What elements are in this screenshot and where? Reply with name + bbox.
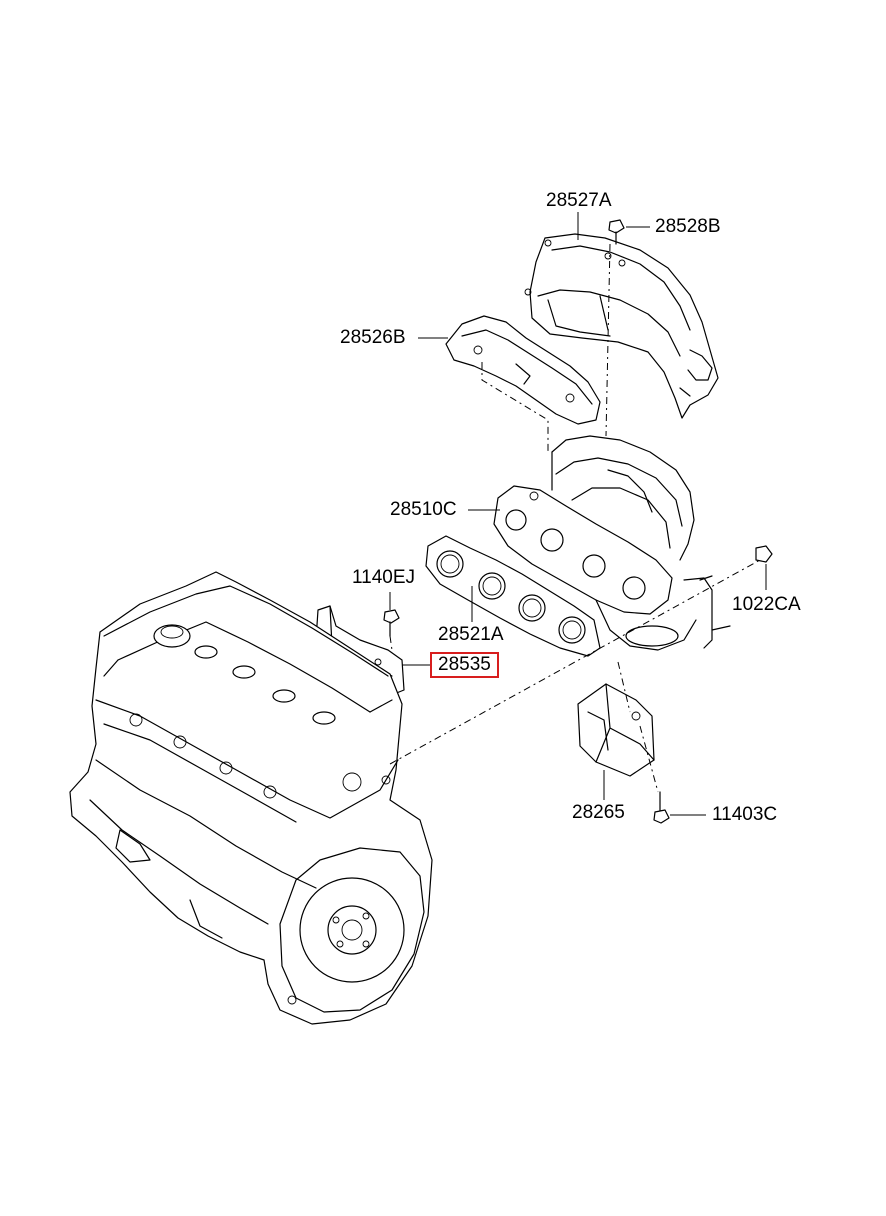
centerline-heatshield xyxy=(481,362,549,452)
bolt-1140ej xyxy=(383,609,400,637)
engine-block xyxy=(69,571,433,1025)
heat-protector-upper xyxy=(524,233,719,419)
nut-1022ca xyxy=(755,545,773,563)
bolt-11403c xyxy=(653,791,670,824)
part-label-28527a: 28527A xyxy=(546,190,612,211)
exhaust-manifold xyxy=(493,435,731,651)
part-label-1022ca: 1022CA xyxy=(732,594,801,615)
bolt-28528b xyxy=(608,219,625,245)
centerline-stay-bolt xyxy=(639,725,659,793)
part-label-11403c: 11403C xyxy=(712,804,778,825)
manifold-stay xyxy=(577,683,655,777)
part-label-28521a: 28521A xyxy=(438,624,504,645)
centerline-head xyxy=(389,559,761,765)
heat-protector-lower xyxy=(445,315,601,425)
part-label-28265: 28265 xyxy=(572,802,625,823)
centerline-bracket-bolt xyxy=(389,635,393,651)
part-label-28510c: 28510C xyxy=(390,499,457,520)
part-label-28528b: 28528B xyxy=(655,216,721,237)
part-label-28535[interactable]: 28535 xyxy=(430,652,499,678)
centerline-shield-bolt xyxy=(605,243,611,437)
part-label-1140ej: 1140EJ xyxy=(352,567,416,588)
part-label-28526b: 28526B xyxy=(340,327,406,348)
